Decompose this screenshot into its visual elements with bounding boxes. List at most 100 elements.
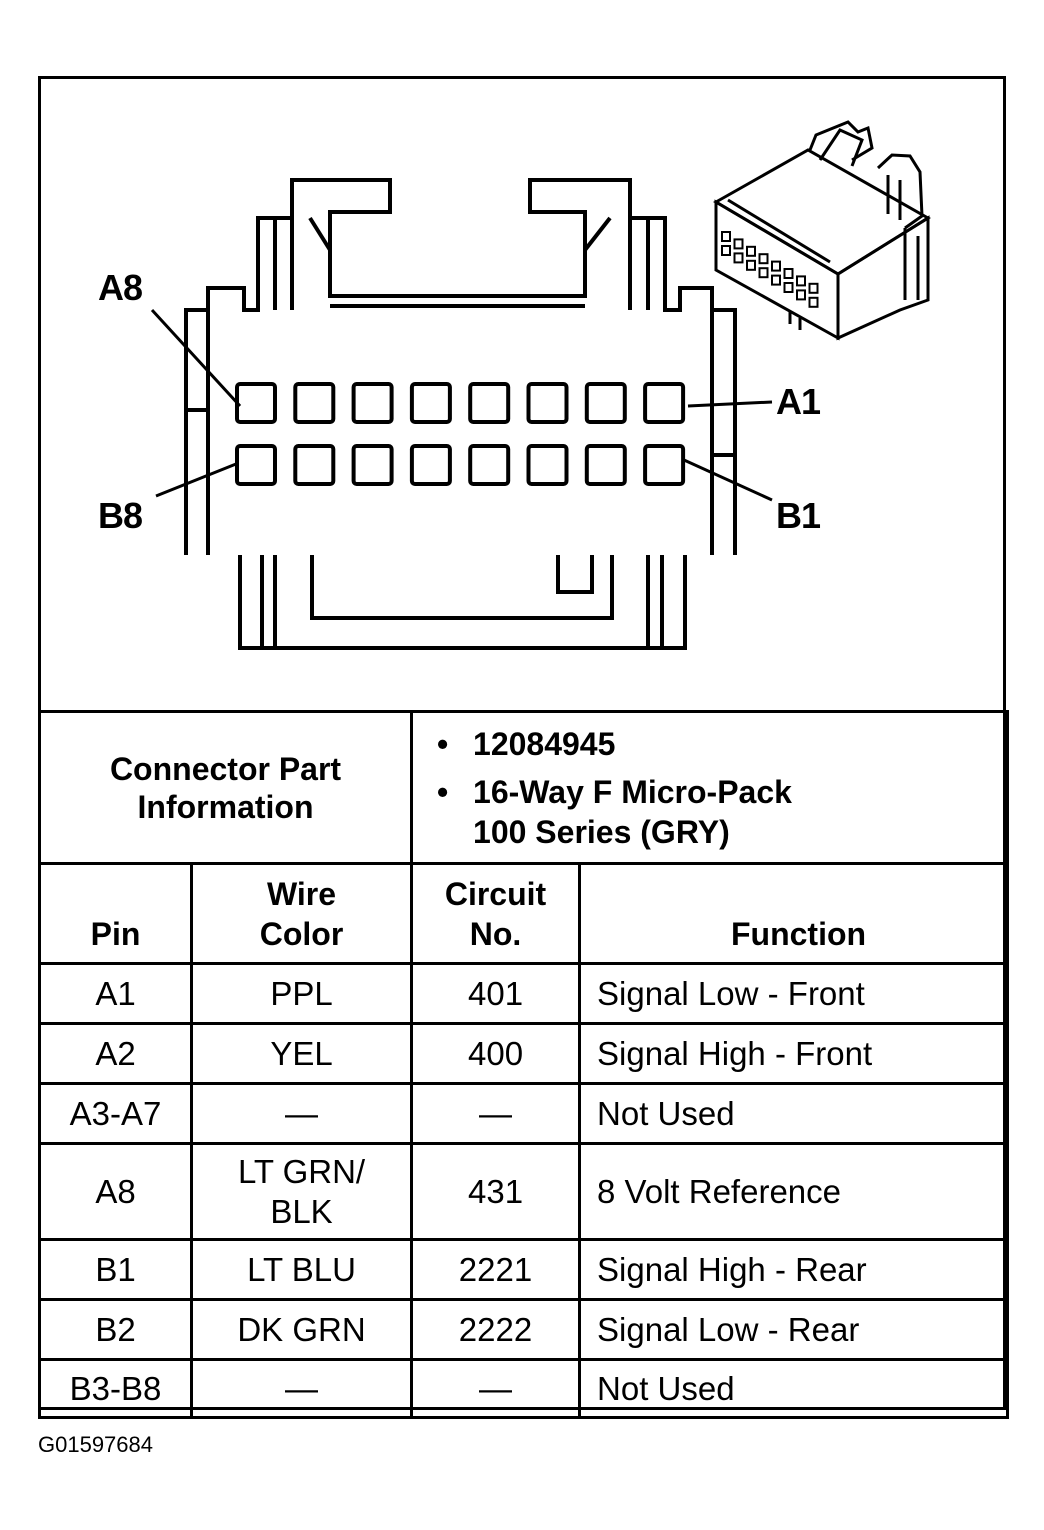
pin-label-a1: A1 (776, 381, 821, 422)
function-cell: Signal Low - Front (578, 962, 1010, 1025)
header-function: Function (578, 862, 1010, 965)
function-cell: Signal High - Rear (578, 1238, 1010, 1301)
bullet-2: • (437, 773, 449, 810)
circuit-cell: 401 (410, 962, 582, 1025)
pin-cavity (293, 444, 336, 486)
circuit-cell: — (410, 1358, 582, 1419)
iso-pin-cavity (783, 282, 794, 293)
figure-id: G01597684 (38, 1432, 153, 1457)
pinout-table: Connector Part Information • 12084945 • 16… (37, 710, 1010, 1419)
table-row: A3-A7 — — Not Used (38, 1082, 1010, 1145)
header-wire-color-line1: Wire (266, 876, 337, 912)
wire-color-cell: YEL (189, 1022, 414, 1085)
pin-cavity (409, 444, 452, 486)
table-row: A1 PPL 401 Signal Low - Front (38, 962, 1010, 1025)
connector-description-line2: 100 Series (GRY) (473, 813, 730, 850)
pin-cavity (643, 382, 686, 424)
iso-pin-cavity (758, 267, 769, 279)
leader-line-a8 (150, 308, 242, 408)
pin-cell: A8 (38, 1142, 193, 1241)
pin-cavity (643, 444, 686, 486)
iso-pin-cavity (721, 231, 731, 242)
pin-cavity (351, 382, 394, 424)
leader-line-b8 (155, 462, 237, 498)
wire-color-cell: LT GRN/ BLK (189, 1142, 414, 1241)
connector-isometric-illustration (713, 120, 931, 341)
iso-pin-cavity (796, 275, 806, 287)
pin-label-b1: B1 (776, 495, 821, 536)
function-cell: Not Used (578, 1358, 1010, 1419)
pin-cavity (293, 382, 336, 424)
pin-cavity (526, 382, 569, 424)
pin-label-a8: A8 (98, 267, 142, 308)
wire-color-line1: LT GRN/ (237, 1152, 366, 1190)
iso-pin-cavity (808, 296, 819, 308)
iso-pin-cavity (808, 282, 819, 294)
pin-cavity (235, 382, 277, 424)
pin-cavity (468, 382, 511, 424)
table-row: B1 LT BLU 2221 Signal High - Rear (38, 1238, 1010, 1301)
connector-info-row: Connector Part Information • 12084945 • 16… (37, 710, 1010, 865)
wire-color-cell: DK GRN (189, 1298, 414, 1361)
connector-info-values: • 12084945 • 16-Way F Micro-Pack 100 Serie… (410, 710, 1010, 865)
iso-pin-cavity (721, 245, 731, 256)
iso-pin-cavity (771, 274, 781, 286)
iso-pin-cavity (733, 238, 744, 250)
connector-info-label: Connector Part Information (37, 710, 414, 865)
pin-cell: A3-A7 (38, 1082, 193, 1145)
header-circuit-no: Circuit No. (410, 862, 582, 965)
wire-color-cell: — (189, 1082, 414, 1145)
iso-pin-cavity (783, 268, 794, 279)
pin-cavity (235, 444, 277, 486)
table-header-row: Pin Wire Color Circuit No. Function (38, 862, 1010, 965)
pin-cavity (584, 444, 627, 486)
header-circuit-line2: No. (469, 916, 522, 952)
wire-color-cell: — (189, 1358, 414, 1419)
function-cell: Not Used (578, 1082, 1010, 1145)
pin-cavity (409, 382, 452, 424)
function-cell: Signal Low - Rear (578, 1298, 1010, 1361)
wire-color-cell: PPL (189, 962, 414, 1025)
pin-cavities (235, 382, 686, 486)
connector-info-label-line1: Connector Part (109, 750, 342, 787)
iso-pin-cavity (771, 260, 781, 272)
connector-description-line1: 16-Way F Micro-Pack (473, 773, 792, 810)
table-row: A8 LT GRN/ BLK 431 8 Volt Reference (38, 1142, 1010, 1241)
wire-color-line2: BLK (270, 1192, 333, 1230)
circuit-cell: 431 (410, 1142, 582, 1241)
leader-line-b1 (683, 458, 773, 502)
function-cell: Signal High - Front (578, 1022, 1010, 1085)
pin-cavity (351, 444, 394, 486)
header-wire-color: Wire Color (189, 862, 414, 965)
pin-cell: A1 (38, 962, 193, 1025)
pin-cell: A2 (38, 1022, 193, 1085)
iso-pin-cavity (796, 289, 806, 301)
function-cell: 8 Volt Reference (578, 1142, 1010, 1241)
pin-cavity (526, 444, 569, 486)
wire-color-cell: LT BLU (189, 1238, 414, 1301)
iso-pin-cavity (746, 259, 756, 271)
pin-cell: B1 (38, 1238, 193, 1301)
bullet-1: • (437, 725, 449, 762)
iso-pin-cavity (746, 245, 756, 257)
connector-info-label-line2: Information (137, 788, 314, 825)
iso-pin-cavity (758, 253, 769, 265)
header-pin: Pin (38, 862, 193, 965)
table-row: A2 YEL 400 Signal High - Front (38, 1022, 1010, 1085)
circuit-cell: — (410, 1082, 582, 1145)
circuit-cell: 2221 (410, 1238, 582, 1301)
pin-cell: B3-B8 (38, 1358, 193, 1419)
pin-cavity (584, 382, 627, 424)
circuit-cell: 400 (410, 1022, 582, 1085)
connector-part-number: 12084945 (473, 725, 616, 762)
iso-pin-cavity (733, 252, 744, 264)
pin-cavity (468, 444, 511, 486)
pin-cell: B2 (38, 1298, 193, 1361)
table-row: B2 DK GRN 2222 Signal Low - Rear (38, 1298, 1010, 1361)
circuit-cell: 2222 (410, 1298, 582, 1361)
table-row: B3-B8 — — Not Used (38, 1358, 1010, 1419)
connector-face-outline (184, 178, 737, 650)
header-wire-color-line2: Color (259, 916, 344, 952)
connector-diagram: A8 A1 B8 B1 (98, 120, 931, 650)
pin-label-b8: B8 (98, 495, 142, 536)
